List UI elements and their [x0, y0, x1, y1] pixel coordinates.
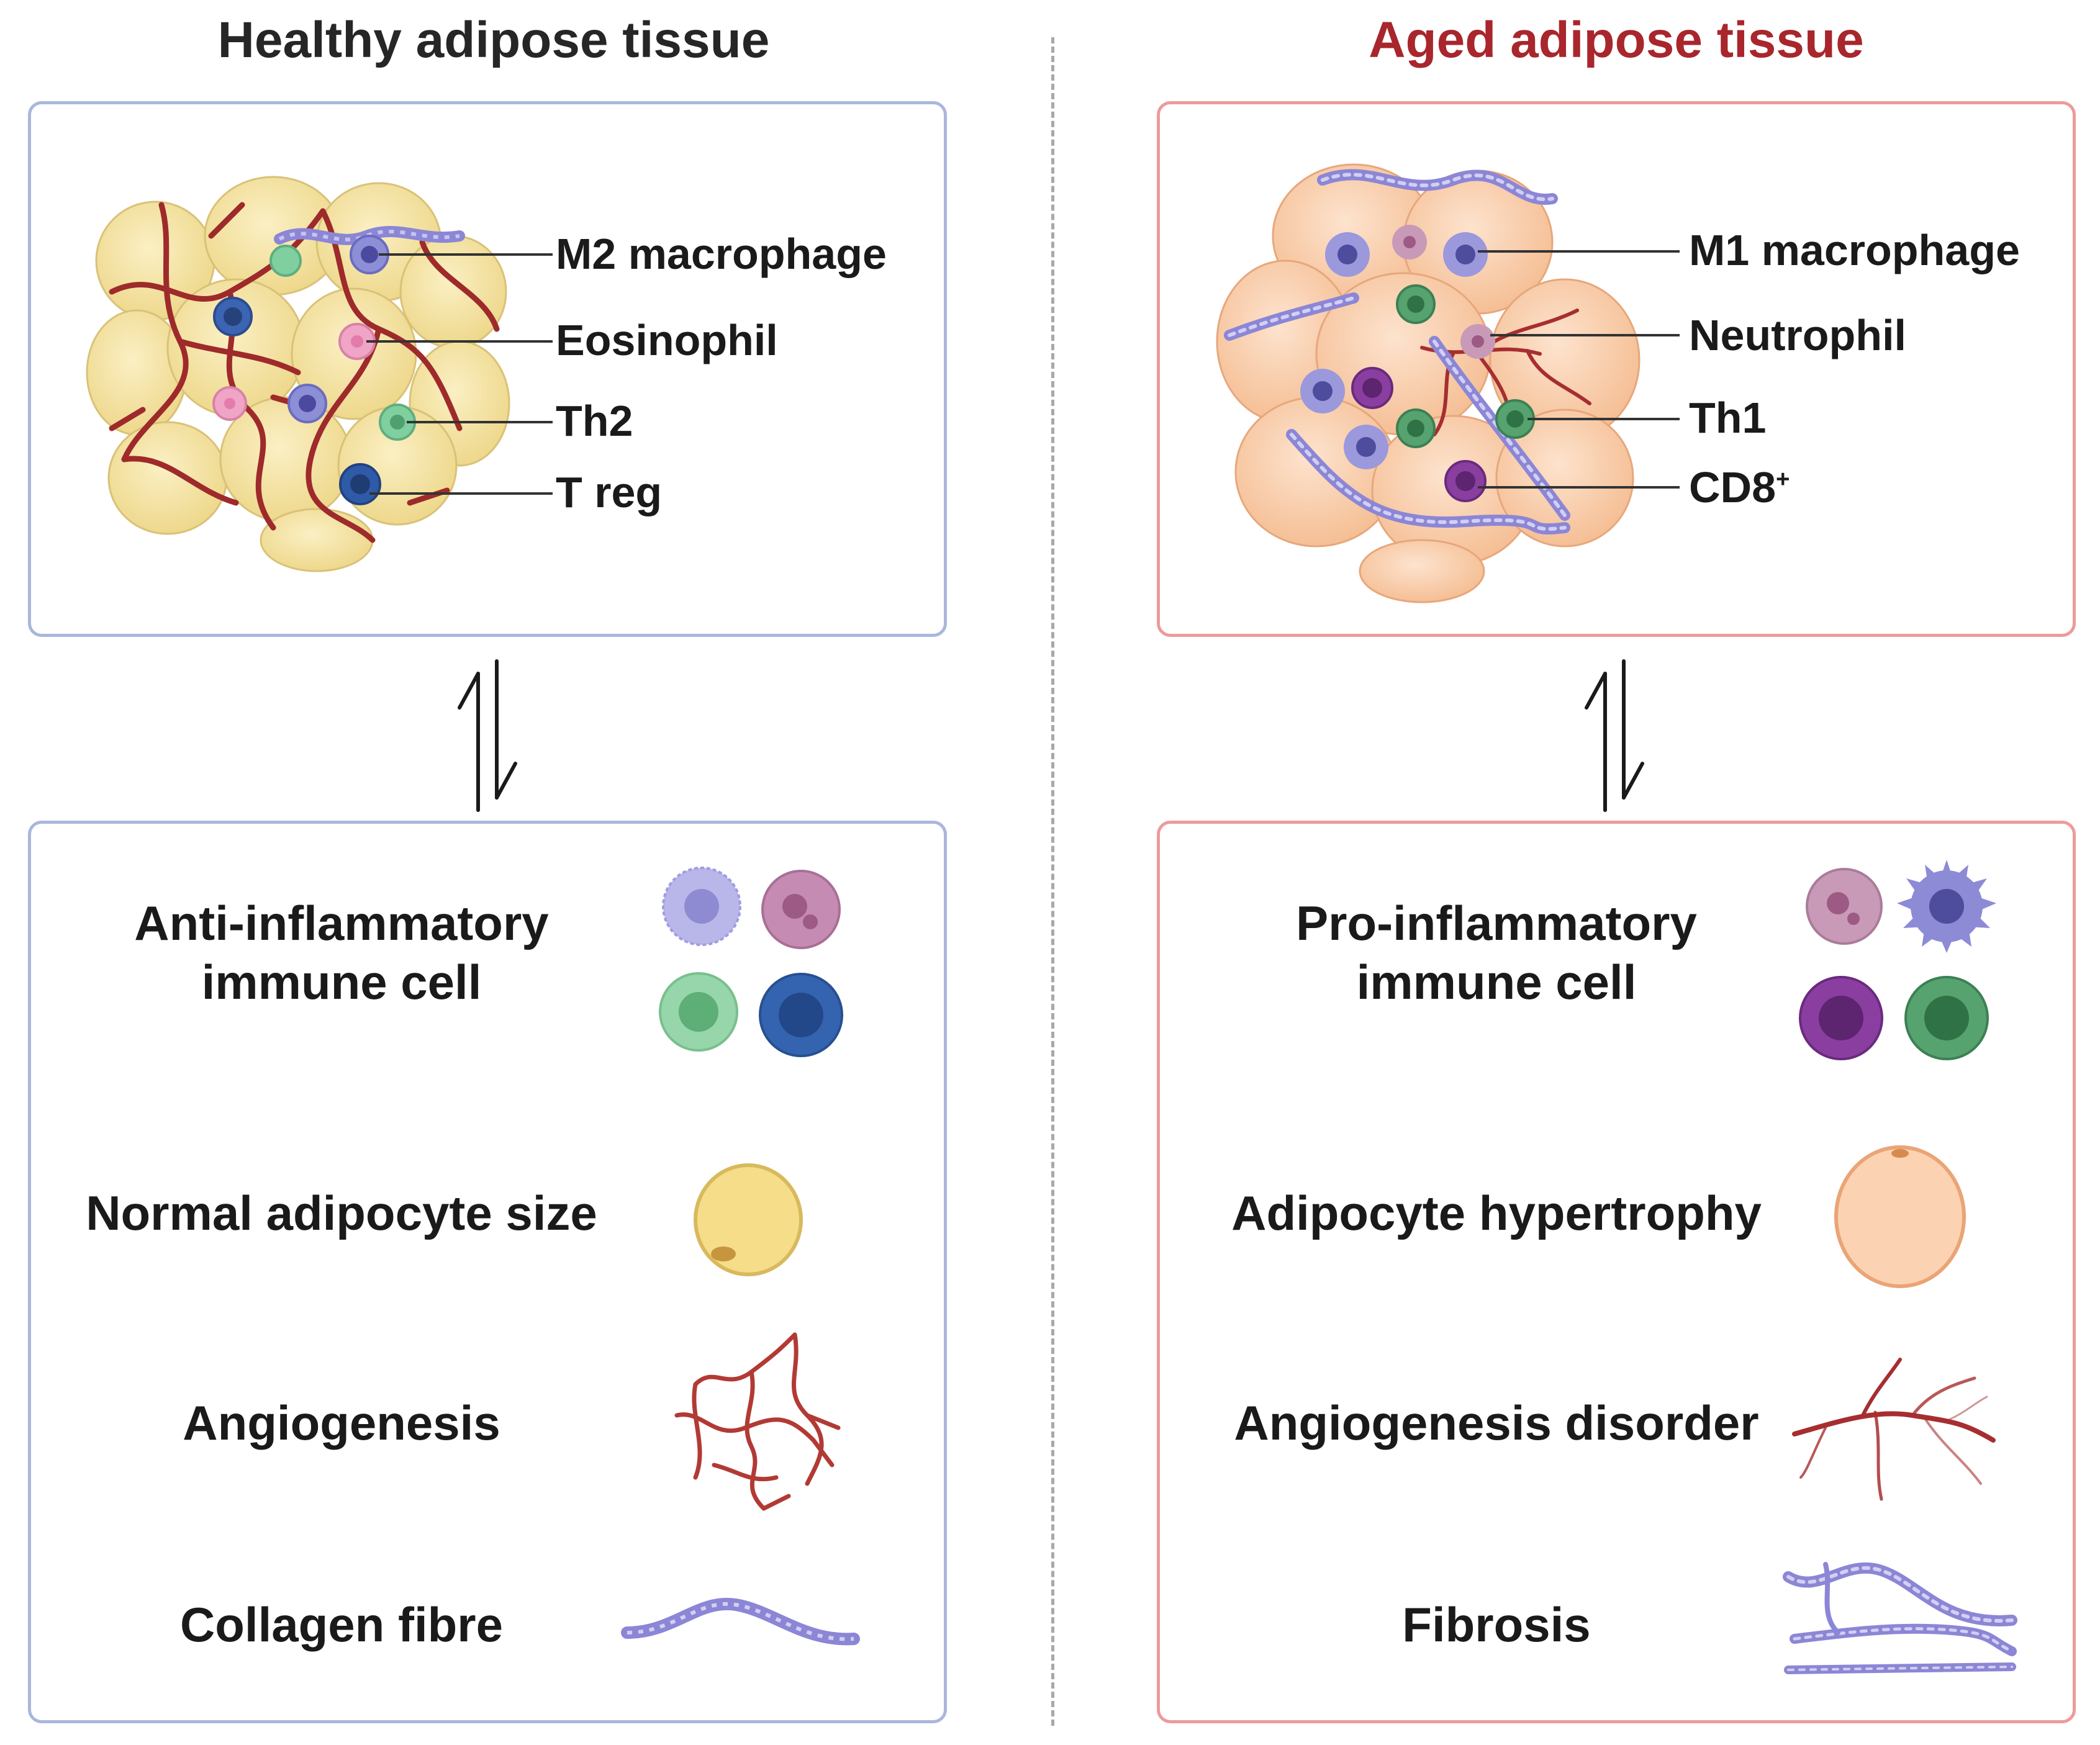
- cd8-text: CD8: [1689, 463, 1776, 512]
- normal-adipocyte-icon: [694, 1163, 803, 1276]
- m1-macrophage-label: M1 macrophage: [1689, 226, 2020, 274]
- cd8-label: CD8+: [1689, 466, 1790, 509]
- treg-label: T reg: [556, 468, 663, 516]
- neutrophil-label: Neutrophil: [1689, 311, 1906, 359]
- cd8-superscript: +: [1776, 466, 1790, 493]
- angiogenesis-label: Angiogenesis: [183, 1396, 500, 1450]
- collagen-fibre-icon: [621, 1597, 860, 1646]
- fibrosis-icon: [1783, 1562, 2017, 1674]
- th1-label: Th1: [1689, 394, 1767, 442]
- center-divider: [1051, 37, 1054, 1726]
- pro-inflammatory-cells-icon: [1799, 860, 1996, 1060]
- anti-inflammatory-line1: Anti-inflammatory: [134, 896, 549, 950]
- th2-label: Th2: [556, 397, 633, 445]
- right-panel-title: Aged adipose tissue: [1369, 12, 1864, 68]
- collagen-fibre-label: Collagen fibre: [179, 1597, 504, 1652]
- fibrosis-label: Fibrosis: [1402, 1597, 1591, 1652]
- anti-inflammatory-label: Anti-inflammatory immune cell: [93, 894, 590, 1012]
- healthy-features-box: [28, 821, 947, 1723]
- anti-inflammatory-line2: immune cell: [201, 955, 482, 1010]
- angiogenesis-disorder-icon: [1792, 1358, 1996, 1501]
- pro-inflammatory-line1: Pro-inflammatory: [1296, 896, 1697, 950]
- angiogenesis-icon: [674, 1332, 841, 1511]
- pro-inflammatory-label: Pro-inflammatory immune cell: [1242, 894, 1751, 1012]
- aged-tissue-illustration: [1216, 163, 1680, 603]
- healthy-tissue-illustration: [86, 176, 553, 572]
- pro-inflammatory-line2: immune cell: [1356, 955, 1637, 1010]
- eosinophil-label: Eosinophil: [556, 316, 778, 364]
- angiogenesis-disorder-label: Angiogenesis disorder: [1234, 1396, 1759, 1450]
- m2-macrophage-label: M2 macrophage: [556, 230, 887, 278]
- equilibrium-arrows-right: [1585, 659, 1644, 812]
- anti-inflammatory-cells-icon: [659, 867, 843, 1057]
- hypertrophic-adipocyte-icon: [1834, 1145, 1966, 1288]
- equilibrium-arrows-left: [458, 659, 517, 812]
- left-panel-title: Healthy adipose tissue: [217, 12, 770, 68]
- adipocyte-hypertrophy-label: Adipocyte hypertrophy: [1231, 1186, 1762, 1240]
- normal-adipocyte-size-label: Normal adipocyte size: [86, 1186, 597, 1240]
